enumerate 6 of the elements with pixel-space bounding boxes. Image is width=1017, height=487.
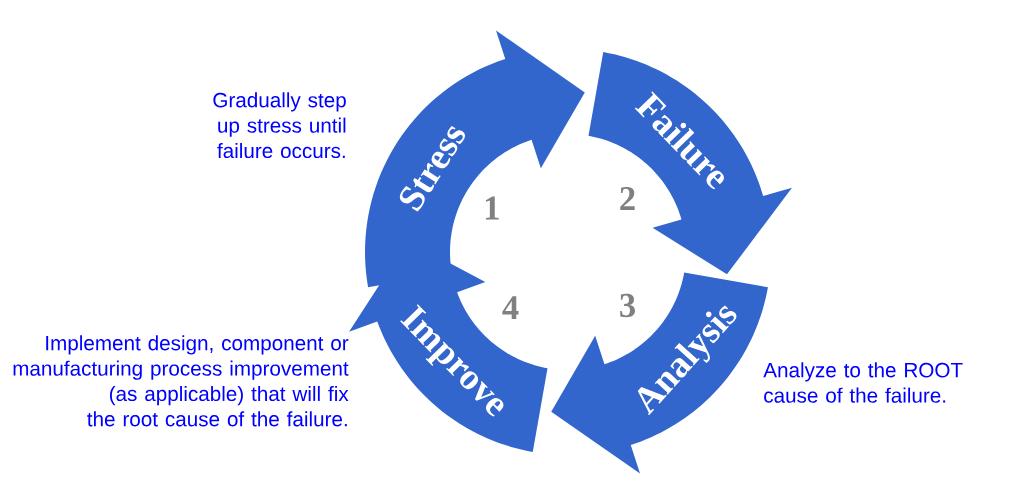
step-number: 3 [620,293,635,318]
step-number: 2 [620,187,635,210]
description-text: Implement design, component or manufacturing process improvement (as applicable) that will fix the root cause of the failure. [13,335,349,427]
description-text: Gradually step up stress until failure occurs. [213,92,346,159]
step-number: 4 [502,296,519,319]
step-number: 1 [485,196,499,220]
